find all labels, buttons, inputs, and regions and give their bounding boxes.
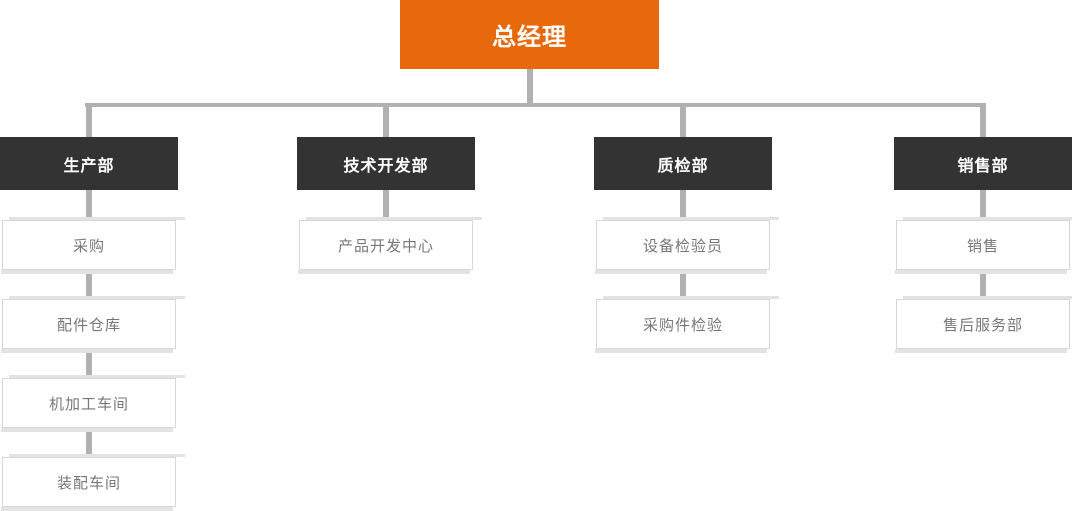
node-machining-workshop[interactable]: 机加工车间 [1,375,185,432]
node-purchasing[interactable]: 采购 [1,217,185,274]
connector-root-stub [527,69,533,103]
connector-warehouse-machining [86,349,92,378]
connector-salesdept-sales [980,190,986,220]
node-after-sales-service[interactable]: 售后服务部 [895,296,1072,353]
node-assembly-workshop[interactable]: 装配车间 [1,454,185,511]
connector-branch-production [86,107,92,137]
connector-branch-tech-dev [383,107,389,137]
node-parts-warehouse[interactable]: 配件仓库 [1,296,185,353]
node-general-manager[interactable]: 总经理 [400,0,659,69]
connector-quality-equipment [680,190,686,220]
connector-sales-aftersales [980,270,986,299]
node-quality-dept[interactable]: 质检部 [594,137,772,190]
connector-purchasing-warehouse [86,270,92,299]
connector-equipment-purchased-parts [680,270,686,299]
node-product-dev-center[interactable]: 产品开发中心 [298,217,482,274]
connector-branch-sales [980,107,986,137]
connector-techdev-product-center [383,190,389,220]
node-equipment-inspector[interactable]: 设备检验员 [595,217,779,274]
connector-machining-assembly [86,428,92,457]
connector-trunk-line [85,103,986,107]
node-sales-dept[interactable]: 销售部 [894,137,1072,190]
connector-branch-quality [680,107,686,137]
node-sales[interactable]: 销售 [895,217,1072,274]
node-tech-dev-dept[interactable]: 技术开发部 [297,137,475,190]
node-purchased-parts-inspection[interactable]: 采购件检验 [595,296,779,353]
connector-production-purchasing [86,190,92,220]
node-production-dept[interactable]: 生产部 [0,137,178,190]
